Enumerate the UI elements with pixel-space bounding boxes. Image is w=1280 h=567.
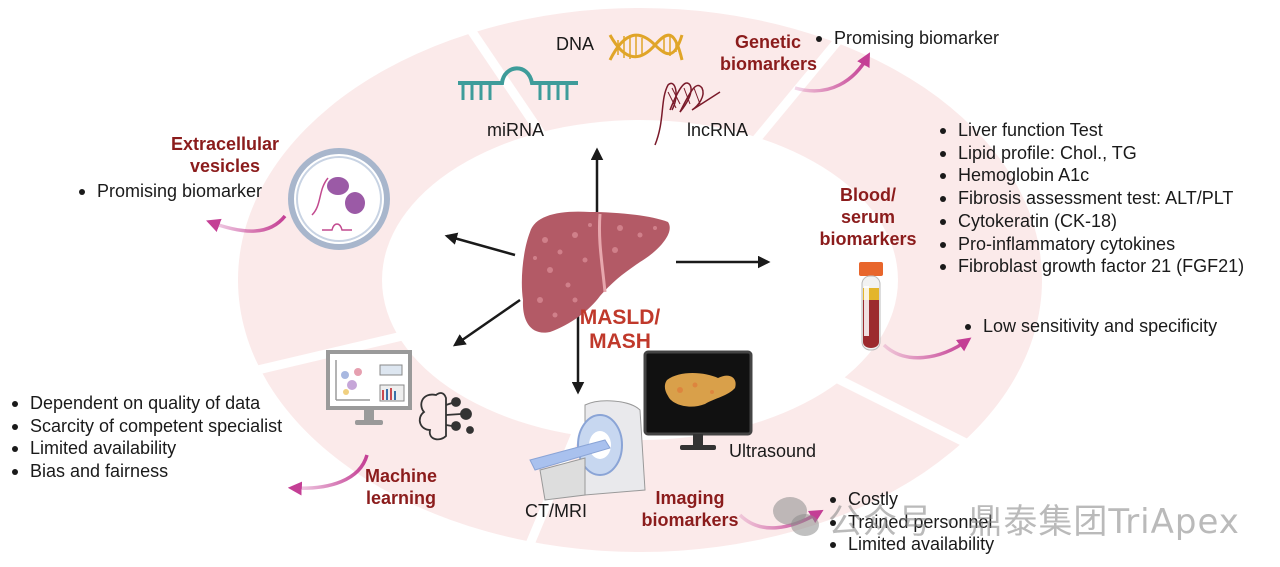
dna-icon [608,33,684,61]
ml-pointer-arrow [287,454,369,496]
list-item: Limited availability [8,437,282,460]
dna-label: DNA [556,34,595,54]
blood-tests-list: Liver function Test Lipid profile: Chol.… [936,119,1244,278]
genetic-title-line1: Genetic [734,32,802,52]
list-item: Bias and fairness [8,460,282,483]
center-title: MASLD/ MASH [570,306,670,354]
ev-pointer-arrow [206,214,287,233]
arrow-to-ml [452,298,521,347]
segment-ring [238,8,1042,552]
machine-learning-title: Machine learning [355,465,447,509]
ev-notes-list: Promising biomarker [75,180,262,203]
ultrasound-monitor-icon [643,350,753,450]
watermark-text: 公众号 · 鼎泰集团TriApex [828,502,1240,542]
list-item: Pro-inflammatory cytokines [936,233,1244,256]
blood-title-line1: Blood/ [840,185,896,205]
ultrasound-label: Ultrasound [729,441,817,461]
list-item: Promising biomarker [75,180,262,203]
list-item: Scarcity of competent specialist [8,415,282,438]
arrow-to-ev [444,232,516,257]
list-item: Cytokeratin (CK-18) [936,210,1244,233]
list-item: Dependent on quality of data [8,392,282,415]
blood-title-line3: biomarkers [819,229,917,249]
extracellular-vesicles-title: Extracellular vesicles [162,133,288,177]
extracellular-vesicle-icon [288,148,390,250]
ml-monitor-icon [326,350,412,425]
liver-icon [521,211,670,333]
ai-brain-gears-icon [418,392,474,441]
blood-pointer-arrow [882,337,972,360]
ml-title-line1: Machine [364,466,438,486]
list-item: Hemoglobin A1c [936,164,1244,187]
imaging-biomarkers-title: Imaging biomarkers [640,487,740,531]
center-title-line2: MASH [589,330,651,353]
blood-tube-icon [859,262,883,351]
genetic-title-line2: biomarkers [720,54,818,74]
list-item: Costly [826,488,994,511]
mirna-label: miRNA [487,120,544,140]
genetic-biomarkers-title: Genetic biomarkers [720,31,818,75]
wechat-icon [773,497,819,536]
list-item: Promising biomarker [812,27,999,50]
list-item: Limited availability [826,533,994,556]
ct-mri-label: CT/MRI [525,501,587,521]
imaging-notes-list: Costly Trained personnel Limited availab… [826,488,994,556]
ml-notes-list: Dependent on quality of data Scarcity of… [8,392,282,483]
mirna-icon [458,66,578,100]
list-item: Fibroblast growth factor 21 (FGF21) [936,255,1244,278]
list-item: Liver function Test [936,119,1244,142]
lncrna-label: lncRNA [687,120,749,140]
genetic-pointer-arrow [794,52,871,93]
ev-title-line2: vesicles [189,156,261,176]
ml-title-line2: learning [365,488,436,508]
blood-title-line2: serum [840,207,896,227]
lncrna-icon [654,82,721,146]
imaging-title-line1: Imaging [655,488,725,508]
list-item: Trained personnel [826,511,994,534]
center-title-line1: MASLD/ [579,306,661,329]
mri-scanner-icon [529,400,646,501]
list-item: Lipid profile: Chol., TG [936,142,1244,165]
list-item: Fibrosis assessment test: ALT/PLT [936,187,1244,210]
imaging-title-line2: biomarkers [641,510,739,530]
blood-biomarkers-title: Blood/ serum biomarkers [813,184,923,250]
genetic-notes-list: Promising biomarker [812,27,999,50]
list-item: Low sensitivity and specificity [961,315,1217,338]
ev-title-line1: Extracellular [170,134,280,154]
blood-notes-list: Low sensitivity and specificity [961,315,1217,338]
